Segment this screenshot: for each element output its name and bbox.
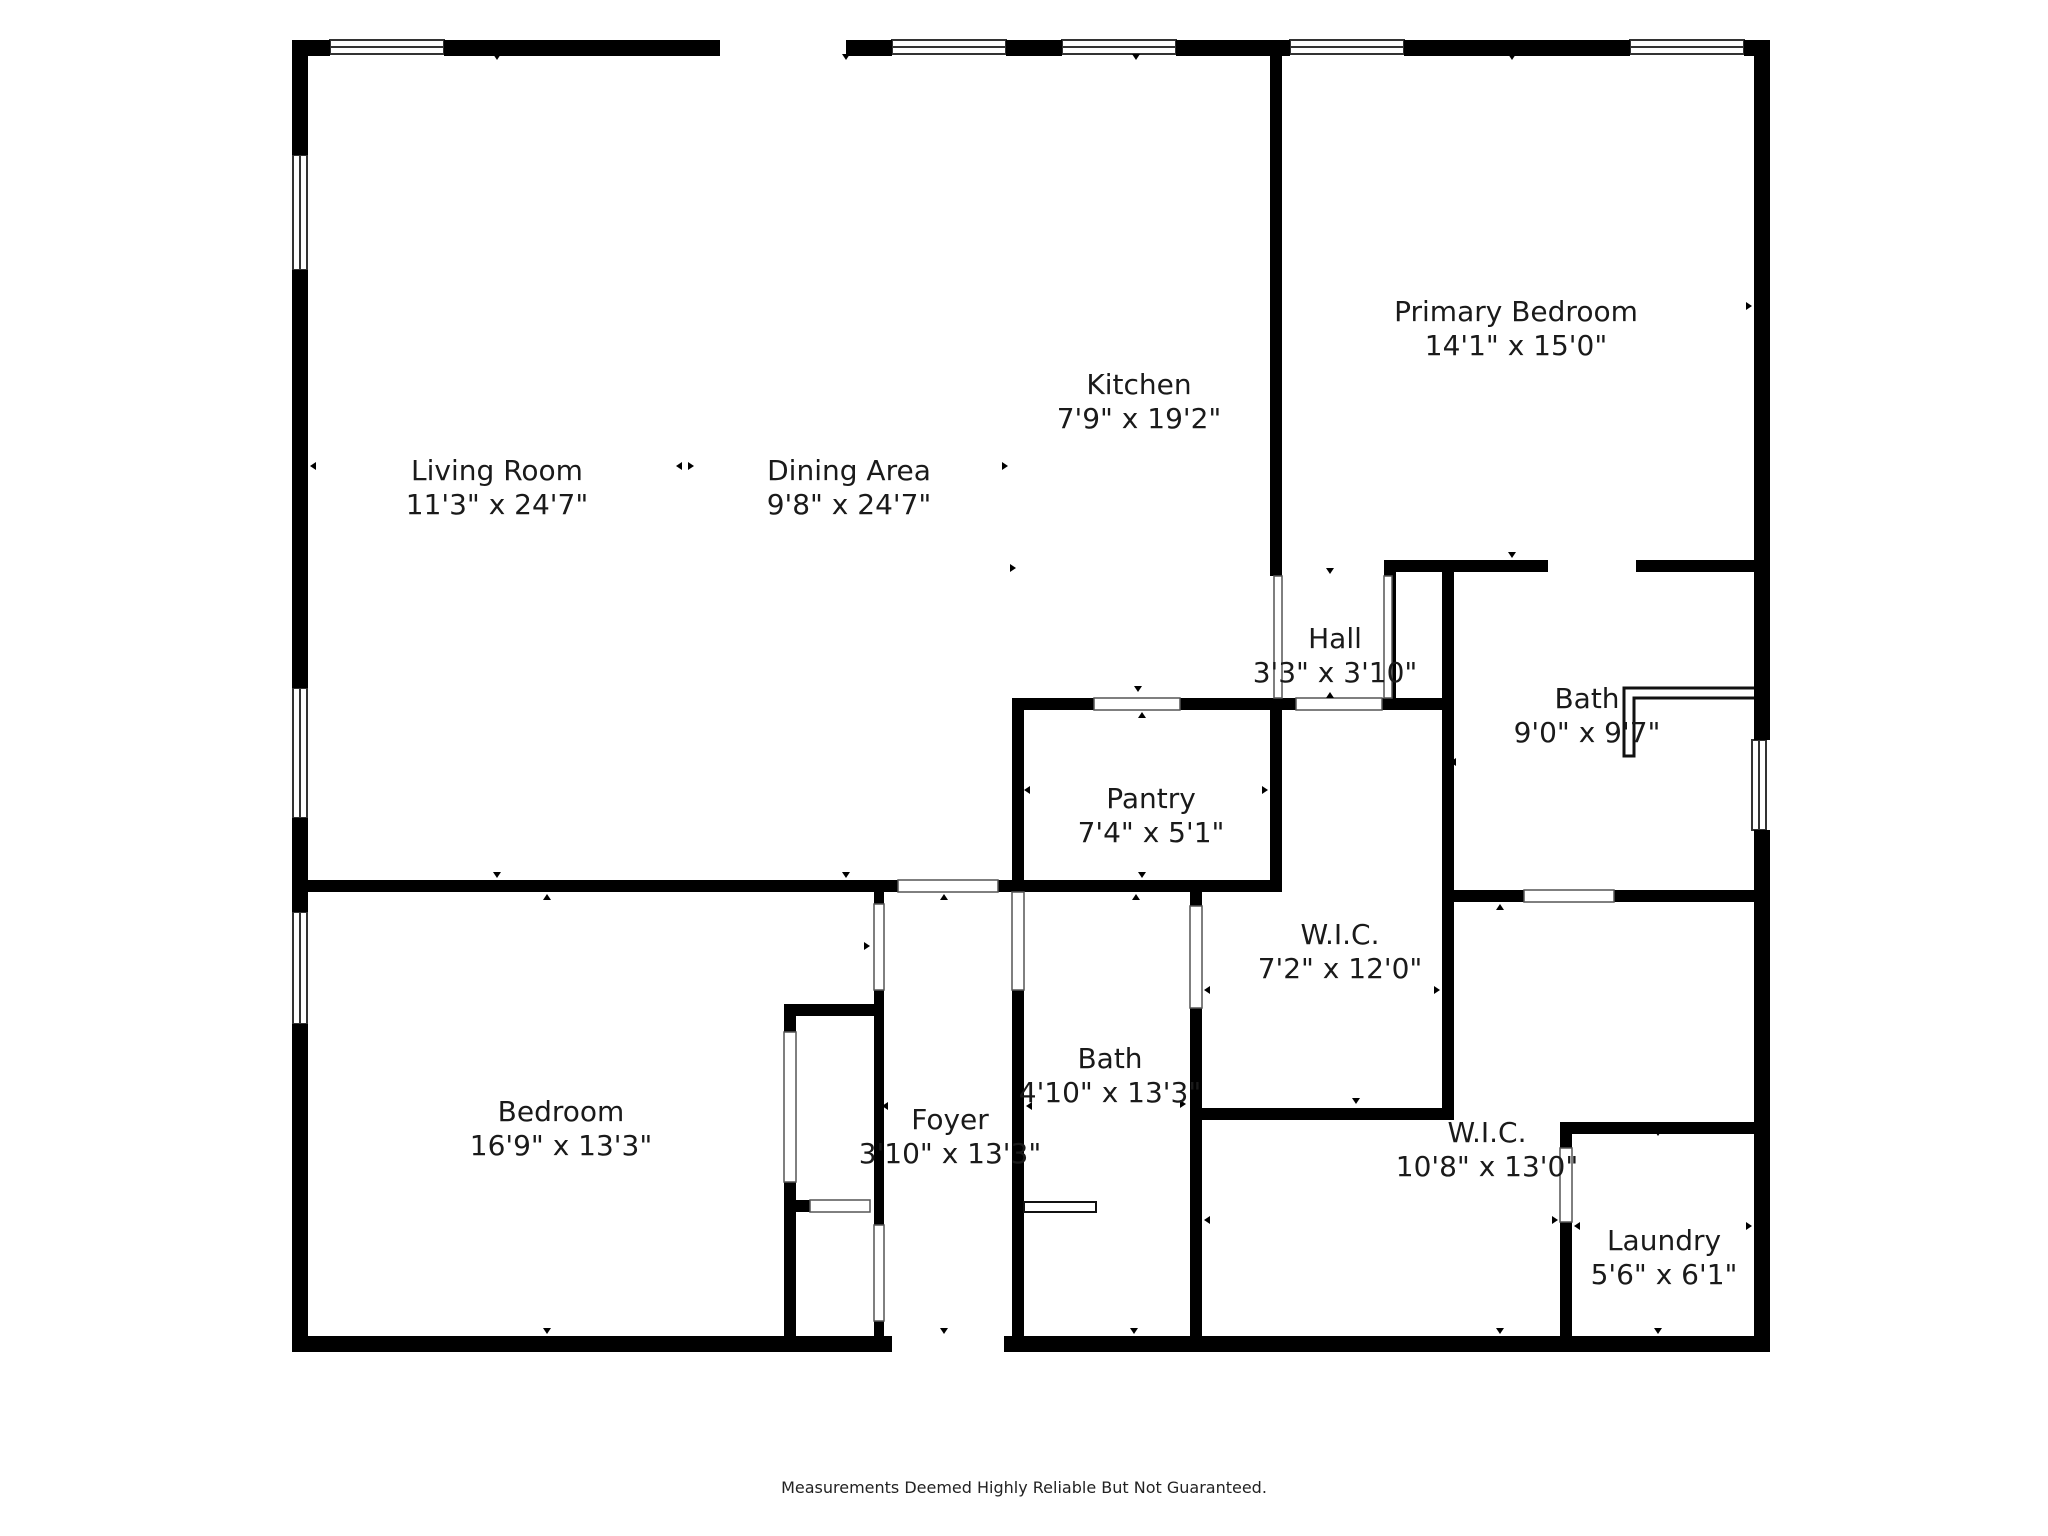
room-name: Kitchen	[1086, 368, 1191, 401]
room-dimensions: 5'6" x 6'1"	[1591, 1258, 1738, 1291]
room-label-bath-primary: Bath 9'0" x 9'7"	[1514, 682, 1661, 749]
room-name: Foyer	[911, 1103, 989, 1136]
room-label-foyer: Foyer 3'10" x 13'3"	[859, 1103, 1041, 1170]
room-dimensions: 3'10" x 13'3"	[859, 1137, 1041, 1170]
room-name: Living Room	[411, 454, 583, 487]
room-dimensions: 9'0" x 9'7"	[1514, 716, 1661, 749]
room-name: Dining Area	[767, 454, 931, 487]
room-dimensions: 10'8" x 13'0"	[1396, 1150, 1578, 1183]
window	[1751, 739, 1767, 831]
room-label-laundry: Laundry 5'6" x 6'1"	[1591, 1224, 1738, 1291]
room-dimensions: 7'4" x 5'1"	[1078, 816, 1225, 849]
window	[891, 39, 1007, 55]
window	[292, 687, 308, 819]
room-label-primary-bedroom: Primary Bedroom 14'1" x 15'0"	[1394, 295, 1638, 362]
room-name: Primary Bedroom	[1394, 295, 1638, 328]
room-label-bath-hall: Bath 4'10" x 13'3"	[1019, 1042, 1201, 1109]
measure-markers	[310, 54, 1752, 1334]
room-name: W.I.C.	[1301, 918, 1380, 951]
room-dimensions: 9'8" x 24'7"	[767, 488, 932, 521]
room-name: Bath	[1077, 1042, 1142, 1075]
room-dimensions: 3'3" x 3'10"	[1253, 656, 1418, 689]
room-label-wic-2: W.I.C. 10'8" x 13'0"	[1396, 1116, 1578, 1183]
window	[1629, 39, 1745, 55]
room-dimensions: 7'9" x 19'2"	[1057, 402, 1222, 435]
room-dimensions: 7'2" x 12'0"	[1258, 952, 1423, 985]
shower-enclosure	[1622, 686, 1754, 758]
disclaimer-text: Measurements Deemed Highly Reliable But …	[781, 1478, 1267, 1497]
window	[1289, 39, 1405, 55]
room-label-kitchen: Kitchen 7'9" x 19'2"	[1057, 368, 1222, 435]
room-label-wic-1: W.I.C. 7'2" x 12'0"	[1258, 918, 1423, 985]
walls	[292, 40, 1770, 1352]
windows	[292, 39, 1767, 1025]
room-name: Bedroom	[498, 1095, 625, 1128]
window	[1061, 39, 1177, 55]
room-label-dining-area: Dining Area 9'8" x 24'7"	[767, 454, 932, 521]
vanity-counter	[1023, 1201, 1097, 1213]
room-name: Pantry	[1106, 782, 1196, 815]
room-name: W.I.C.	[1448, 1116, 1527, 1149]
window	[329, 39, 445, 55]
room-label-hall: Hall 3'3" x 3'10"	[1253, 622, 1418, 689]
window	[292, 911, 308, 1025]
door-openings	[783, 575, 1615, 1322]
room-dimensions: 4'10" x 13'3"	[1019, 1076, 1201, 1109]
room-dimensions: 14'1" x 15'0"	[1425, 329, 1607, 362]
room-label-bedroom: Bedroom 16'9" x 13'3"	[470, 1095, 652, 1162]
window	[292, 154, 308, 271]
room-name: Laundry	[1607, 1224, 1721, 1257]
room-dimensions: 11'3" x 24'7"	[406, 488, 588, 521]
room-name: Hall	[1308, 622, 1362, 655]
room-label-living-room: Living Room 11'3" x 24'7"	[406, 454, 588, 521]
room-name: Bath	[1554, 682, 1619, 715]
room-dimensions: 16'9" x 13'3"	[470, 1129, 652, 1162]
fixtures	[1023, 686, 1754, 1213]
room-label-pantry: Pantry 7'4" x 5'1"	[1078, 782, 1225, 849]
